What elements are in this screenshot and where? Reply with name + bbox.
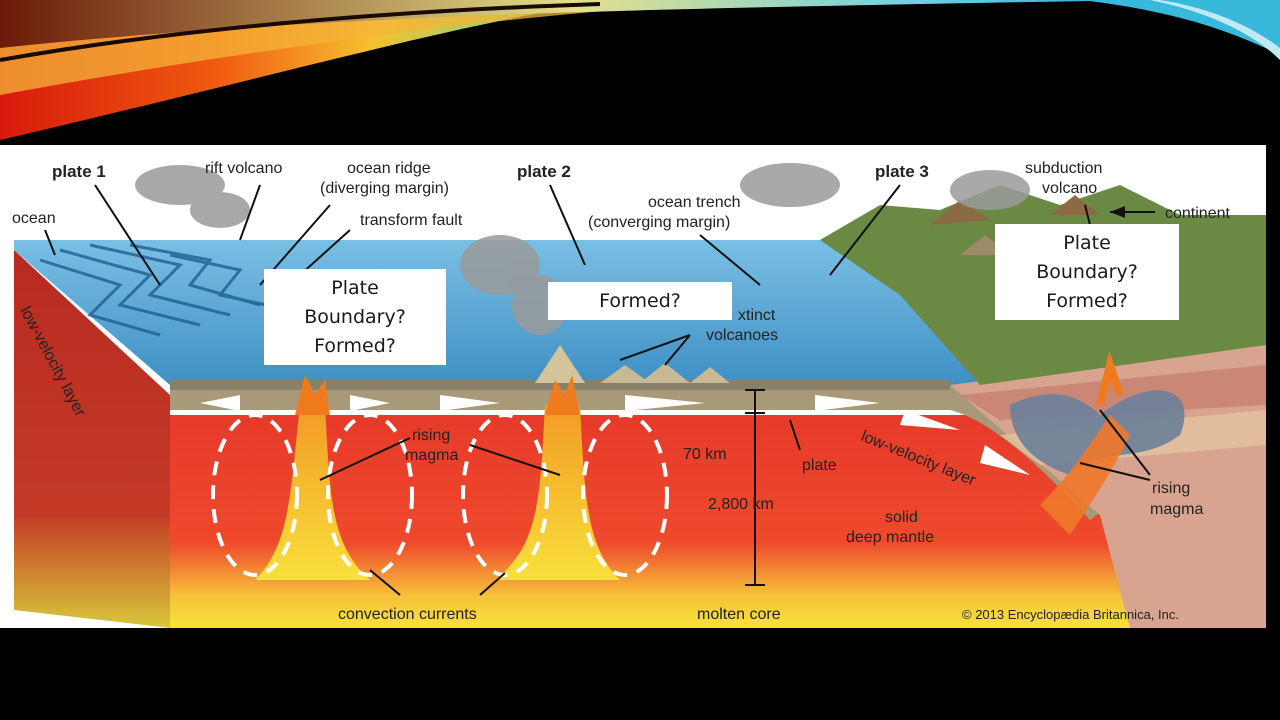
ridge-texture bbox=[39, 243, 291, 337]
label-ocean-ridge: ocean ridge bbox=[347, 160, 431, 177]
label-plate-1: plate 1 bbox=[52, 162, 106, 181]
overlay-left-line1: Plate bbox=[331, 276, 379, 299]
overlay-left-line3: Formed? bbox=[314, 334, 396, 357]
magma-chamber-rock bbox=[1010, 390, 1185, 475]
overlay-left: Plate Boundary? Formed? bbox=[264, 269, 446, 365]
label-ocean-trench: ocean trench bbox=[648, 194, 741, 211]
depth-scale bbox=[745, 389, 765, 586]
label-ocean: ocean bbox=[12, 210, 56, 227]
label-molten-core: molten core bbox=[697, 606, 781, 623]
plate-motion-arrows bbox=[200, 395, 1030, 475]
label-subduction: subduction bbox=[1025, 160, 1102, 177]
label-deep-mantle: deep mantle bbox=[846, 529, 934, 546]
oceanic-plate bbox=[170, 385, 1110, 520]
overlay-right-line2: Boundary? bbox=[1036, 260, 1138, 283]
label-plate-2: plate 2 bbox=[517, 162, 571, 181]
overlay-left-line2: Boundary? bbox=[304, 305, 406, 328]
label-solid: solid bbox=[885, 509, 918, 526]
label-rising: rising bbox=[412, 427, 450, 444]
label-convection-currents: convection currents bbox=[338, 606, 477, 623]
label-rift-volcano: rift volcano bbox=[205, 160, 282, 177]
decorative-banner bbox=[0, 0, 1280, 145]
label-2800-km: 2,800 km bbox=[708, 496, 774, 513]
overlay-middle: Formed? bbox=[548, 282, 732, 320]
copyright-notice: © 2013 Encyclopædia Britannica, Inc. bbox=[962, 607, 1179, 622]
label-rising-right: rising bbox=[1152, 480, 1190, 497]
overlay-middle-line1: Formed? bbox=[599, 289, 681, 312]
plate-tectonics-diagram: plate 1 rift volcano ocean ridge (diverg… bbox=[0, 145, 1266, 628]
overlay-right-line3: Formed? bbox=[1046, 289, 1128, 312]
label-plate: plate bbox=[802, 457, 837, 474]
convection-loops bbox=[211, 413, 669, 577]
label-magma: magma bbox=[405, 447, 458, 464]
label-70-km: 70 km bbox=[683, 446, 727, 463]
label-plate-3: plate 3 bbox=[875, 162, 929, 181]
label-volcanoes: volcanoes bbox=[706, 327, 778, 344]
label-continent: continent bbox=[1165, 205, 1230, 222]
label-volcano: volcano bbox=[1042, 180, 1097, 197]
block-side-face bbox=[14, 250, 170, 628]
label-diverging-margin: (diverging margin) bbox=[320, 180, 449, 197]
overlay-right-line1: Plate bbox=[1063, 231, 1111, 254]
label-transform-fault: transform fault bbox=[360, 212, 463, 229]
label-extinct: xtinct bbox=[738, 307, 776, 324]
label-converging-margin: (converging margin) bbox=[588, 214, 730, 231]
extinct-volcanoes bbox=[600, 363, 730, 383]
overlay-right: Plate Boundary? Formed? bbox=[995, 224, 1179, 320]
volcano-smoke bbox=[135, 163, 1030, 335]
magma-plume-left bbox=[255, 405, 370, 580]
label-magma-right: magma bbox=[1150, 501, 1203, 518]
